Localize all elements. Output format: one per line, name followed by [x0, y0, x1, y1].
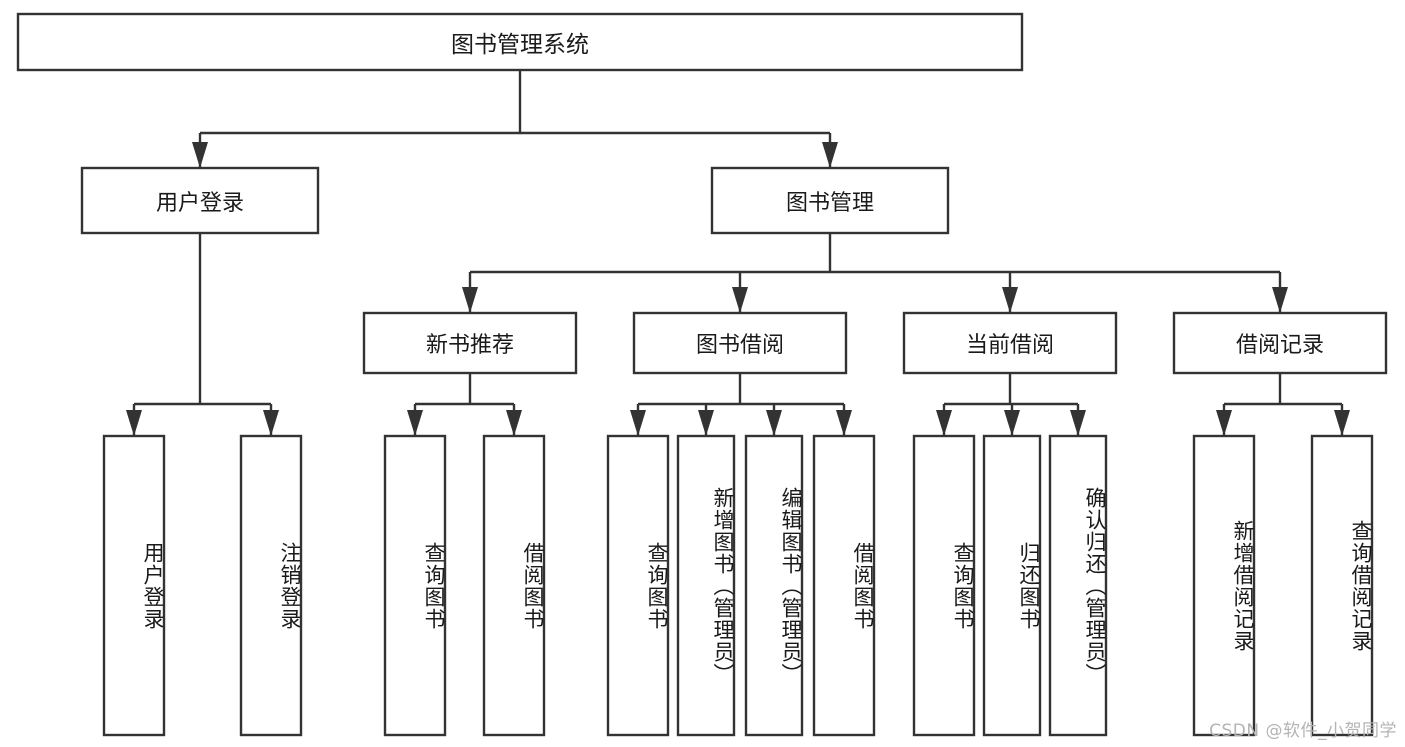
arrow-head-icon [698, 410, 714, 436]
arrow-head-icon [1002, 287, 1018, 313]
connector-layer [126, 70, 1350, 436]
leaf-box [912, 434, 976, 737]
arrow-head-icon [836, 410, 852, 436]
arrow-head-icon [407, 410, 423, 436]
leaf-box [1048, 434, 1108, 737]
leaf-box [744, 434, 804, 737]
leaf-box [676, 434, 736, 737]
level3-box [632, 311, 848, 375]
leaf-box [606, 434, 670, 737]
arrow-head-icon [1272, 287, 1288, 313]
arrow-head-icon [766, 410, 782, 436]
leaf-box [812, 434, 876, 737]
leaf-box [383, 434, 447, 737]
leaf-box [482, 434, 546, 737]
arrow-head-icon [732, 287, 748, 313]
leaf-box [1310, 434, 1374, 737]
arrow-head-icon [1216, 410, 1232, 436]
leaf-box [102, 434, 166, 737]
level3-box [902, 311, 1118, 375]
node-box-layer [16, 12, 1388, 737]
level2-box [710, 166, 950, 235]
arrow-head-icon [1334, 410, 1350, 436]
level3-box [1172, 311, 1388, 375]
leaf-box [239, 434, 303, 737]
arrow-head-icon [630, 410, 646, 436]
arrow-head-icon [462, 287, 478, 313]
arrow-head-icon [1004, 410, 1020, 436]
arrow-head-icon [263, 410, 279, 436]
csdn-watermark: CSDN @软件_小贺同学 [1209, 721, 1397, 741]
arrow-head-icon [506, 410, 522, 436]
arrow-head-icon [1070, 410, 1086, 436]
arrow-head-icon [936, 410, 952, 436]
leaf-box [1192, 434, 1256, 737]
level3-box [362, 311, 578, 375]
arrow-head-icon [822, 142, 838, 168]
root-box [16, 12, 1024, 72]
leaf-box [982, 434, 1042, 737]
arrow-head-icon [126, 410, 142, 436]
arrow-head-icon [192, 142, 208, 168]
level2-box [80, 166, 320, 235]
